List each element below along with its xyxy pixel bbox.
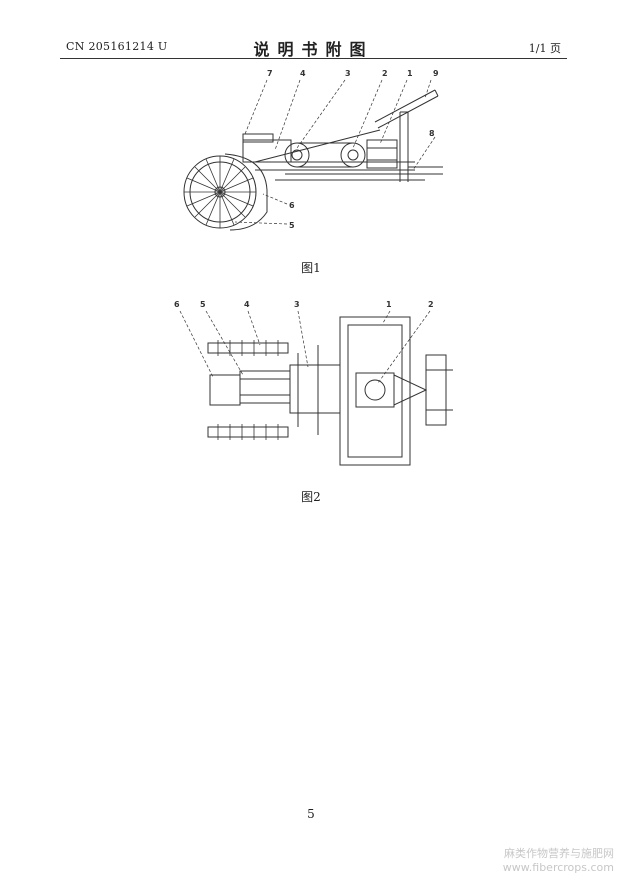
watermark: 麻类作物营养与施肥网 www.fibercrops.com [503, 847, 614, 875]
label-2: 2 [382, 69, 388, 78]
header-title: 说明书附图 [253, 40, 374, 59]
figure-1: 7 4 3 2 1 9 8 6 5 [175, 62, 445, 242]
figure-2-drawing: 6 5 4 3 1 2 [174, 300, 453, 466]
figure-2: 6 5 4 3 1 2 [168, 295, 458, 475]
figure-2-labels: 6 5 4 3 1 2 [174, 300, 434, 309]
label-5: 5 [289, 221, 295, 230]
watermark-line-1: 麻类作物营养与施肥网 [504, 847, 614, 860]
header-rule [60, 58, 567, 59]
figure-2-caption: 图2 [301, 490, 321, 504]
label-8: 8 [429, 129, 435, 138]
figure-1-drawing: 7 4 3 2 1 9 8 6 5 [183, 69, 443, 231]
watermark-line-2: www.fibercrops.com [502, 861, 614, 874]
label-7: 7 [267, 69, 273, 78]
figure-1-caption: 图1 [301, 261, 321, 275]
label-6: 6 [289, 201, 295, 210]
label-3: 3 [294, 300, 300, 309]
page-of: 1/1 页 [528, 42, 561, 55]
label-4: 4 [244, 300, 250, 309]
label-3: 3 [345, 69, 351, 78]
label-1: 1 [407, 69, 413, 78]
page-header: CN 205161214 U 说明书附图 1/1 页 [60, 36, 567, 59]
figure-1-labels: 7 4 3 2 1 9 8 6 5 [267, 69, 439, 230]
label-5: 5 [200, 300, 206, 309]
label-9: 9 [433, 69, 439, 78]
page-number: 5 [307, 807, 315, 821]
label-4: 4 [300, 69, 306, 78]
label-1: 1 [386, 300, 392, 309]
label-2: 2 [428, 300, 434, 309]
label-6: 6 [174, 300, 180, 309]
patent-number: CN 205161214 U [66, 40, 168, 53]
